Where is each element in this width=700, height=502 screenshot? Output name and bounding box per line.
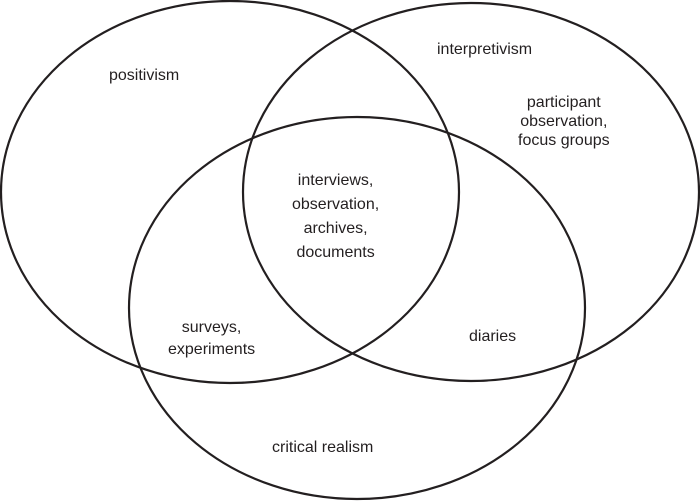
- method-diaries: diaries: [469, 328, 517, 345]
- method-interviews: interviews,: [297, 172, 374, 189]
- method-observation-shared: observation,: [292, 196, 380, 213]
- positivism-critical-realism-methods: surveys, experiments: [168, 317, 255, 361]
- interpretivism-only-methods: participant observation, focus groups: [518, 93, 610, 150]
- positivism-circle: [0, 0, 461, 385]
- method-observation: observation,: [520, 113, 608, 130]
- critical-realism-label: critical realism: [272, 439, 374, 456]
- interpretivism-circle: [241, 1, 700, 383]
- interpretivism-label: interpretivism: [437, 41, 533, 58]
- shared-methods: interviews, observation, archives, docum…: [292, 169, 379, 265]
- method-focus-groups: focus groups: [518, 132, 610, 149]
- interpretivism-critical-realism-methods: diaries: [469, 327, 516, 346]
- positivism-label: positivism: [109, 67, 180, 84]
- critical-realism-circle: [127, 115, 587, 501]
- method-archives: archives,: [303, 220, 368, 237]
- method-participant: participant: [526, 94, 601, 111]
- method-experiments: experiments: [168, 341, 256, 358]
- method-surveys: surveys,: [181, 319, 242, 336]
- method-documents: documents: [296, 244, 375, 261]
